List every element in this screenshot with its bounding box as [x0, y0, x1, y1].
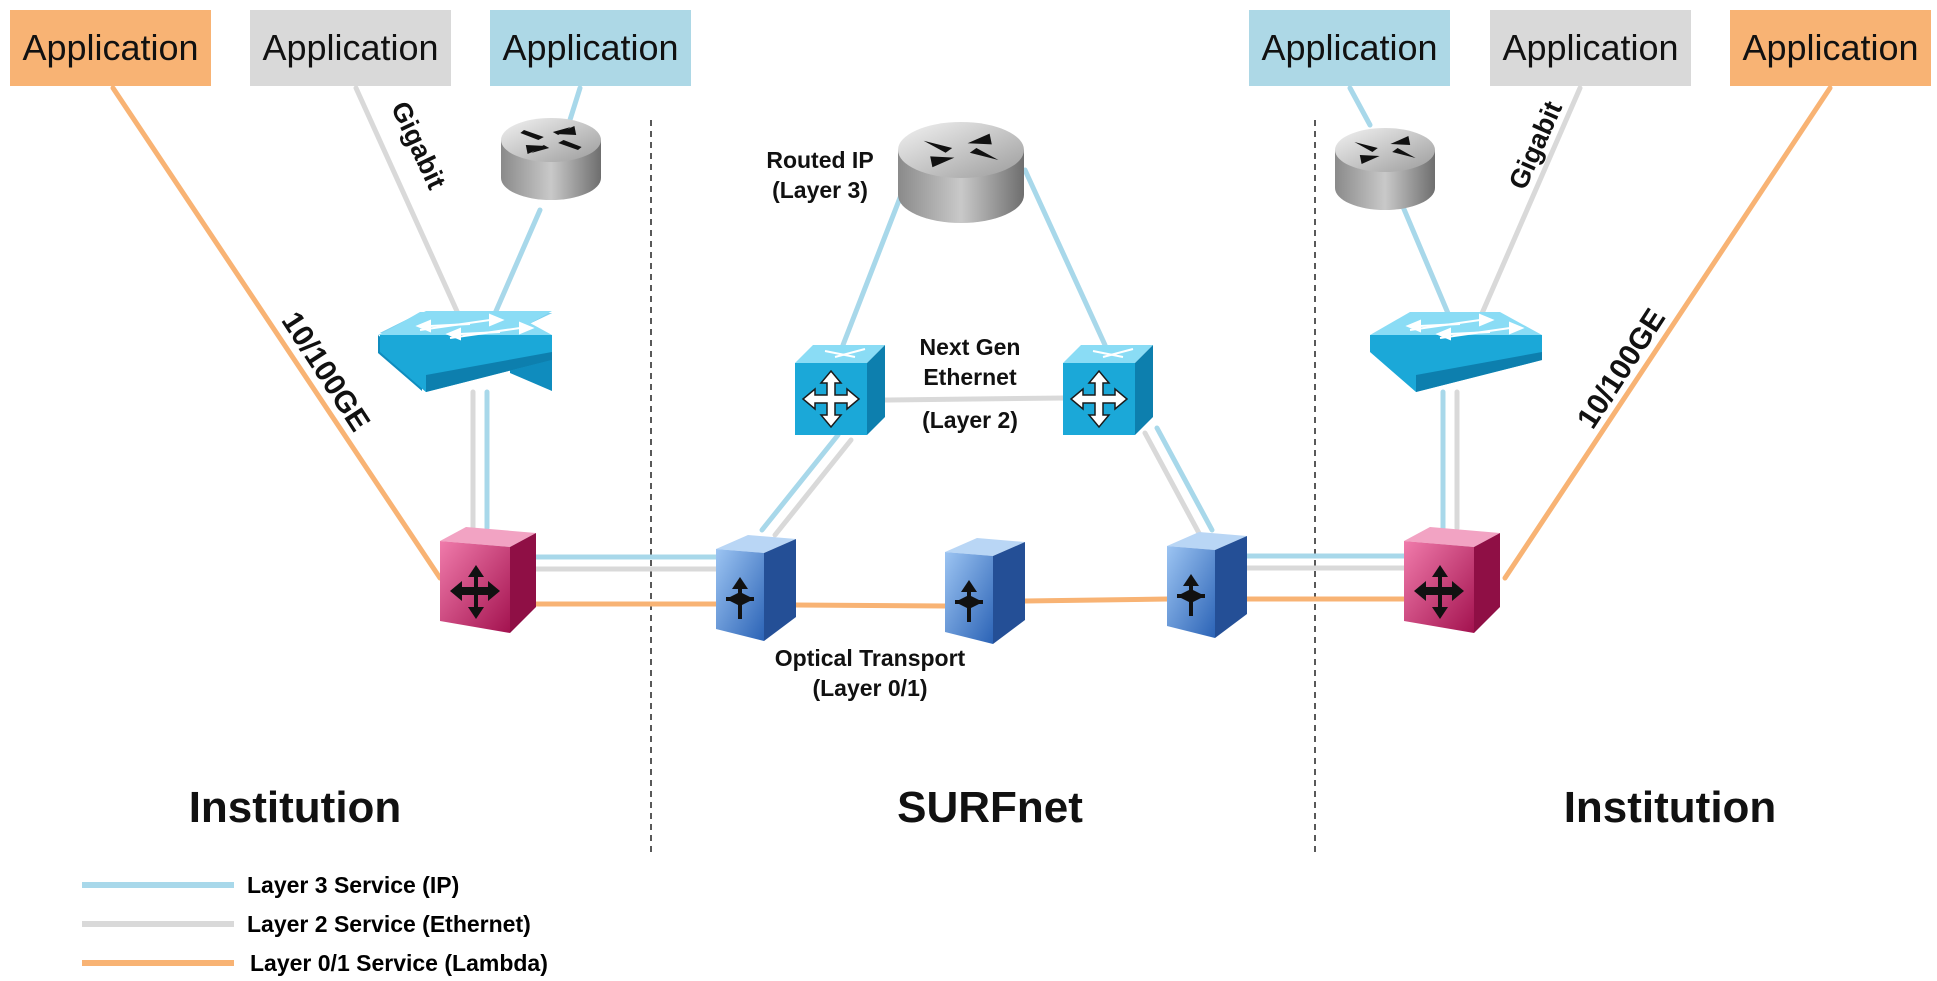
router-icon: [1335, 128, 1435, 210]
legend-swatch-layer3: [82, 882, 234, 888]
next-gen-line2: Ethernet: [923, 364, 1017, 390]
link-left-orange-app-to-edge: [110, 85, 443, 581]
routed-ip-line2: (Layer 3): [772, 177, 868, 203]
application-box-left-orange: Application: [10, 10, 211, 86]
edge-node-icon: [440, 527, 536, 633]
link-right-gray-app-to-switch: [1477, 85, 1583, 321]
optical-transport-label: Optical Transport (Layer 0/1): [745, 643, 995, 703]
legend-label-layer01: Layer 0/1 Service (Lambda): [250, 950, 548, 976]
links: [110, 85, 1833, 609]
application-box-right-orange: Application: [1730, 10, 1931, 86]
optical-node-icon: [1167, 532, 1247, 638]
switch-icon: [380, 312, 552, 392]
link-right-blue-app-to-router: [1347, 85, 1373, 128]
legend-swatch-layer2: [82, 921, 234, 927]
optical-node-icon: [716, 535, 796, 641]
edge-node-icon: [1404, 527, 1500, 633]
link-left-gray-app-to-switch: [353, 85, 463, 321]
next-gen-ethernet-label: Next Gen Ethernet (Layer 2): [900, 332, 1040, 435]
next-gen-line3: (Layer 2): [922, 407, 1018, 433]
link-right-orange-app-to-edge: [1502, 85, 1833, 581]
routed-ip-line1: Routed IP: [766, 147, 874, 173]
region-dividers: [650, 120, 1316, 855]
application-box-left-gray: Application: [250, 10, 451, 86]
region-center-title: SURFnet: [897, 783, 1083, 832]
router-icon: [501, 118, 601, 200]
router-icon: [898, 122, 1024, 223]
optical-line1: Optical Transport: [774, 645, 966, 671]
legend-label-layer2: Layer 2 Service (Ethernet): [247, 911, 531, 937]
optical-line2: (Layer 0/1): [812, 675, 928, 701]
ethernet-switch-icon: [1063, 345, 1153, 435]
region-right-title: Institution: [1563, 783, 1777, 832]
application-box-right-gray: Application: [1490, 10, 1691, 86]
ethernet-switch-icon: [795, 345, 885, 435]
switch-icon: [1370, 312, 1542, 392]
next-gen-line1: Next Gen: [919, 334, 1021, 360]
link-right-router-to-switch: [1395, 192, 1453, 321]
region-left-title: Institution: [188, 783, 402, 832]
link-left-router-to-switch: [490, 207, 543, 321]
application-box-left-blue: Application: [490, 10, 691, 86]
routed-ip-label: Routed IP (Layer 3): [740, 145, 900, 205]
application-box-right-blue: Application: [1249, 10, 1450, 86]
legend-swatch-layer01: [82, 960, 234, 966]
optical-node-icon: [945, 538, 1025, 644]
legend-label-layer3: Layer 3 Service (IP): [247, 872, 460, 898]
